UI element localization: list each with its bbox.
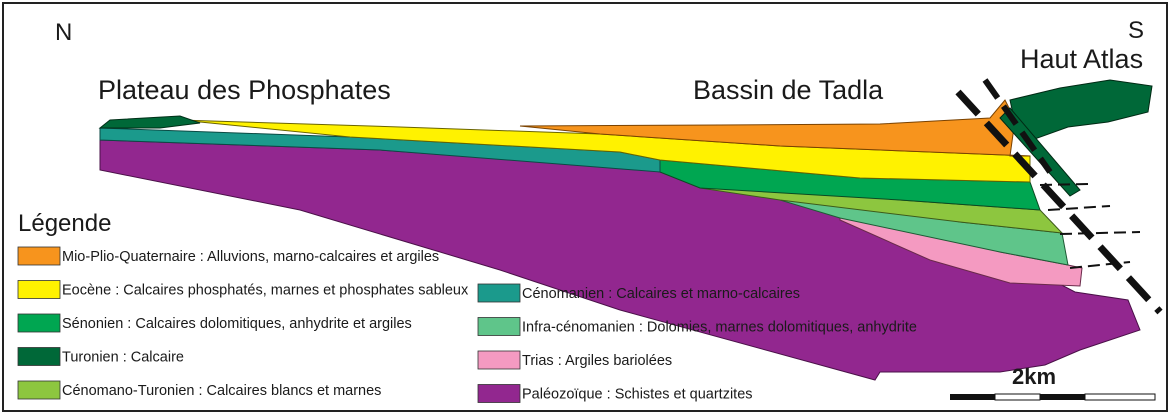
south-label: S — [1128, 17, 1144, 44]
legend-swatch-mio — [17, 246, 61, 266]
fault-tick — [1039, 183, 1091, 186]
region-label-atlas: Haut Atlas — [1020, 44, 1143, 74]
legend-swatch-senonien — [17, 313, 61, 333]
scale-segment — [950, 394, 995, 400]
scale-segment — [994, 393, 1041, 401]
legend: Mio-Plio-Quaternaire : Alluvions, marno-… — [17, 246, 917, 403]
legend-label-eocene: Eocène : Calcaires phosphatés, marnes et… — [62, 283, 469, 299]
legend-title: Légende — [18, 210, 111, 237]
region-label-plateau: Plateau des Phosphates — [98, 75, 391, 105]
legend-label-infracenomanien: Infra-cénomanien : Dolomies, marnes dolo… — [522, 320, 917, 336]
legend-swatch-cenoturonien — [17, 380, 61, 400]
legend-swatch-turonien — [17, 347, 61, 366]
region-label-bassin: Bassin de Tadla — [693, 75, 884, 105]
fault-line — [955, 89, 1163, 315]
legend-swatch-eocene — [17, 280, 61, 299]
legend-swatch-paleozoique — [477, 384, 521, 403]
scale-segment — [1040, 394, 1085, 400]
fault-line-secondary — [982, 78, 1053, 174]
legend-swatch-cenomanien — [477, 283, 521, 303]
fault-tick — [1047, 205, 1111, 211]
legend-label-senonien: Sénonien : Calcaires dolomitiques, anhyd… — [62, 316, 412, 332]
scale-label: 2km — [1012, 364, 1056, 389]
legend-label-turonien: Turonien : Calcaire — [62, 350, 184, 366]
fault-tick — [1069, 261, 1131, 269]
legend-label-trias: Trias : Argiles bariolées — [522, 353, 672, 369]
fault-tick — [1059, 231, 1141, 235]
scale-segment — [1084, 393, 1156, 401]
scale-bar: 2km — [950, 364, 1156, 401]
legend-swatch-trias — [477, 350, 521, 370]
legend-label-cenomanien: Cénomanien : Calcaires et marno-calcaire… — [522, 286, 800, 302]
legend-label-paleozoique: Paléozoïque : Schistes et quartzites — [522, 387, 753, 403]
legend-label-mio: Mio-Plio-Quaternaire : Alluvions, marno-… — [62, 249, 439, 265]
layer-turonien-plateau — [98, 115, 201, 129]
legend-label-cenoturonien: Cénomano-Turonien : Calcaires blancs et … — [62, 383, 381, 399]
layer-eocene — [179, 119, 1031, 183]
legend-swatch-infracenomanien — [477, 317, 521, 336]
north-label: N — [55, 19, 72, 46]
